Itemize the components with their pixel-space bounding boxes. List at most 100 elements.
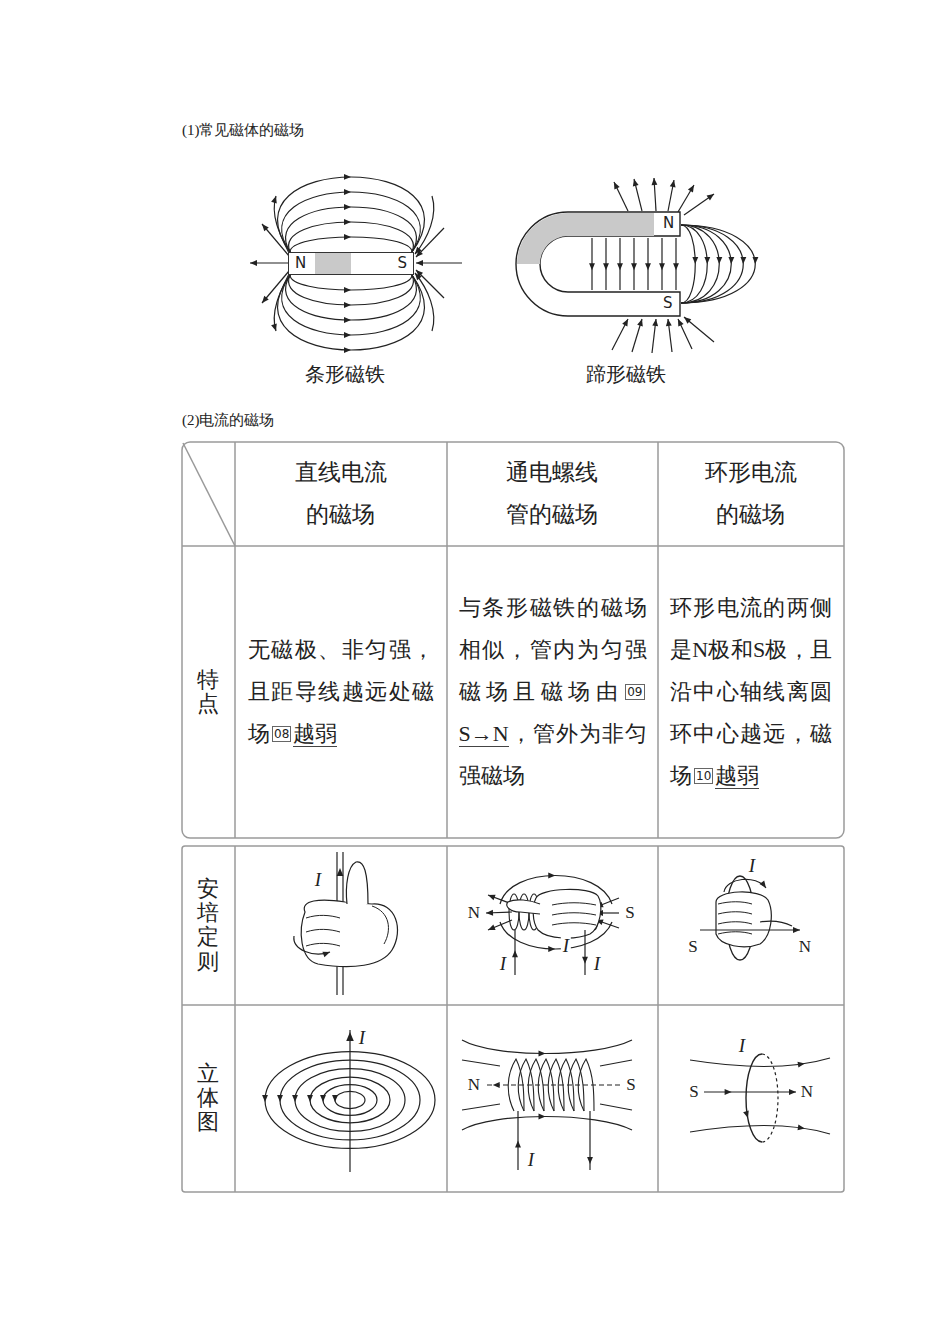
field-line	[488, 920, 512, 930]
arrow-head	[692, 257, 698, 264]
field-line	[596, 920, 619, 928]
horseshoe-fields	[589, 178, 758, 353]
cell-text: 环形电流的两侧是N极和S极，且沿中心轴线离圆环中心越远，磁场	[670, 595, 832, 788]
arrow-head	[344, 317, 351, 323]
table-border	[182, 442, 844, 838]
table-cell: 通电螺线管的磁场	[447, 442, 658, 546]
field-line	[416, 228, 444, 257]
section-heading: (1)常见磁体的磁场	[180, 122, 307, 139]
arrow-head	[488, 895, 496, 901]
axis-line	[704, 1091, 796, 1092]
arrow-head	[798, 1124, 805, 1130]
bar-magnet: NS	[288, 252, 414, 275]
field-line	[415, 273, 434, 331]
arrow-head	[344, 347, 351, 353]
rotation-arrow	[724, 879, 766, 892]
arrow-head	[488, 925, 496, 930]
finger-line	[372, 906, 388, 944]
field-line	[282, 275, 421, 335]
arrow-head	[320, 1095, 326, 1102]
magnet-fields	[250, 174, 462, 353]
finger-line	[306, 915, 340, 918]
axis-line	[700, 929, 800, 930]
pole-letter: N	[663, 214, 674, 233]
current-label: I	[737, 1035, 747, 1057]
field-line	[286, 275, 417, 320]
field-line	[690, 1126, 830, 1135]
field-line	[600, 1104, 632, 1110]
arrow-head	[262, 1095, 268, 1102]
solenoid-3d	[462, 1040, 632, 1170]
arrow-head	[673, 263, 679, 270]
lead-wire	[584, 930, 585, 975]
finger-line	[718, 902, 752, 904]
arrow-head	[415, 273, 422, 280]
finger-line	[306, 943, 340, 946]
column-header: 通电螺线管的磁场	[506, 460, 598, 527]
field-line	[286, 207, 417, 252]
field-line	[289, 222, 414, 252]
field-line	[462, 1040, 632, 1054]
arrow-head	[743, 1110, 749, 1118]
arrow-head	[307, 1095, 313, 1102]
horseshoe-magnet: NS	[514, 210, 686, 318]
field-line	[274, 196, 289, 253]
table-rule	[234, 846, 236, 1192]
arrow-head	[752, 257, 758, 264]
arrow-head	[684, 317, 691, 324]
field-line	[681, 225, 719, 303]
arrow-head	[670, 180, 676, 187]
current-label: I	[592, 953, 602, 975]
arrow-head	[759, 881, 766, 888]
magnet-body	[516, 212, 680, 316]
row-header: 立体图	[197, 1062, 219, 1135]
finger-line	[718, 922, 752, 924]
table-rule	[446, 846, 448, 1192]
answer-text: 越弱	[293, 721, 337, 747]
field-line	[278, 177, 425, 252]
current-loop-back	[762, 1054, 778, 1142]
arrow-head	[344, 174, 351, 180]
arrow-head	[322, 952, 330, 958]
arrow-head	[728, 257, 734, 264]
field-line	[262, 271, 289, 303]
solenoid-hand	[486, 873, 619, 975]
arrow-head	[666, 319, 672, 326]
field-line	[678, 319, 692, 349]
cell-text: 与条形磁铁的磁场相似，管内为匀强磁场且磁场由	[459, 595, 647, 704]
arrow-head	[637, 319, 643, 327]
arrow-head	[332, 1095, 338, 1102]
arrow-head	[271, 196, 277, 204]
arrow-head	[548, 873, 555, 879]
finger-line	[552, 923, 596, 925]
table-cell: 无磁极、非匀强，且距导线越远处磁场08越弱	[235, 546, 447, 838]
current-label: I	[561, 935, 571, 957]
hand	[716, 892, 771, 947]
field-line	[600, 1060, 632, 1066]
answer-text: S→N	[459, 721, 509, 747]
arrow-head	[416, 260, 423, 266]
arrow-head	[486, 910, 493, 916]
field-line	[681, 225, 743, 303]
arrow-head	[346, 1032, 354, 1041]
figure-caption: 条形磁铁	[303, 363, 387, 386]
blank-number: 09	[625, 684, 644, 700]
cell-text: 无磁极、非匀强，且距导线越远处磁场08越弱	[248, 629, 434, 755]
field-line	[678, 185, 694, 212]
arrow-head	[344, 332, 351, 338]
arrow-head	[740, 257, 746, 264]
finger-line	[718, 932, 752, 934]
arrow-head	[250, 260, 257, 266]
arrow-head	[493, 1082, 500, 1088]
hand	[533, 889, 601, 938]
pole-label: N	[466, 903, 482, 923]
arrow-head	[344, 302, 351, 308]
field-line	[690, 1058, 830, 1067]
pole-letter: S	[663, 294, 673, 313]
figure-caption: 蹄形磁铁	[584, 363, 668, 386]
ring-3d	[690, 1054, 830, 1142]
current-label: I	[747, 855, 757, 877]
arrow-head	[716, 257, 722, 264]
pole-label: N	[797, 937, 813, 957]
